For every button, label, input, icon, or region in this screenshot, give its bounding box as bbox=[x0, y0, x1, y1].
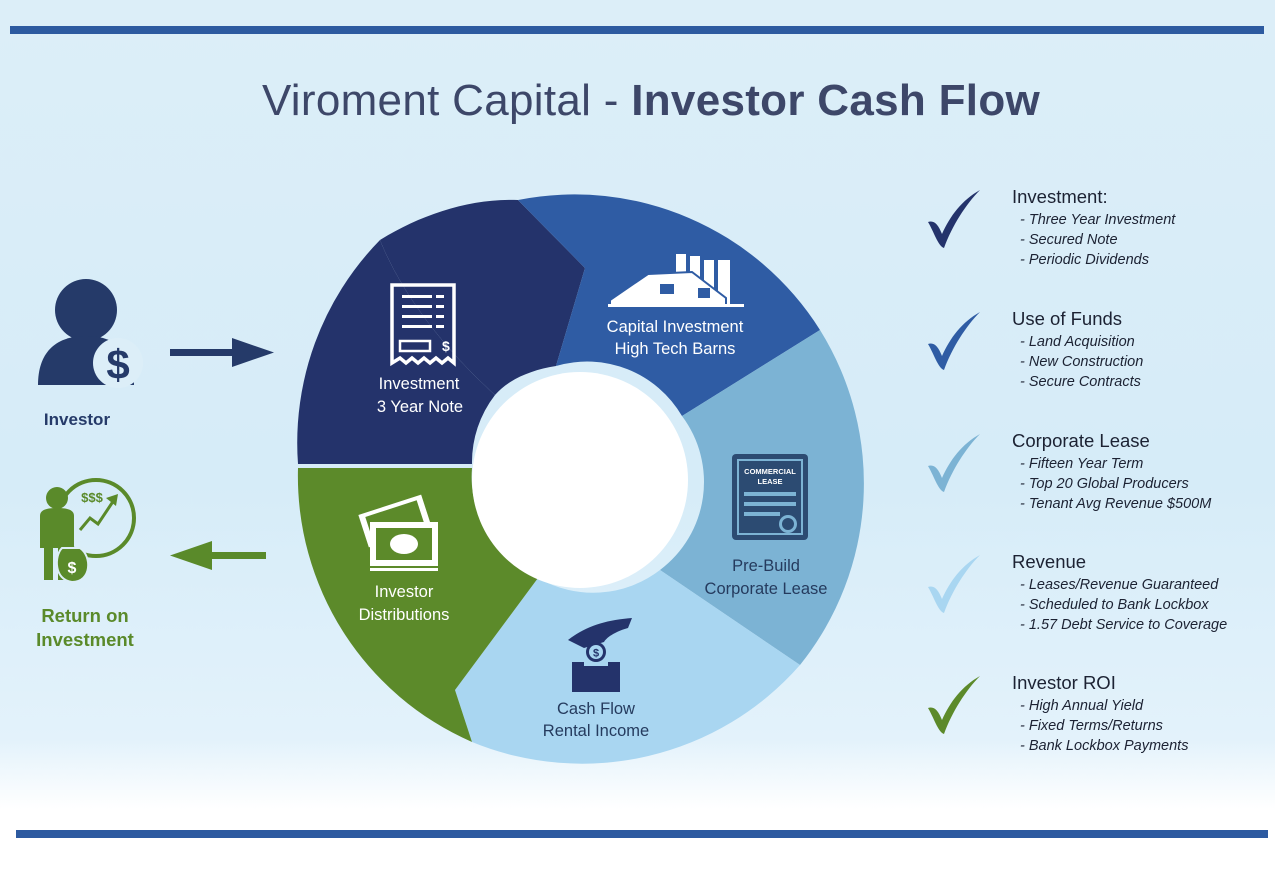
investor-growth-icon: $ $$$ bbox=[40, 478, 136, 584]
checklist-heading: Revenue bbox=[1012, 551, 1087, 572]
checklist-heading: Use of Funds bbox=[1012, 308, 1123, 329]
checklist-point: - Bank Lockbox Payments bbox=[1020, 738, 1189, 754]
receipt-dollar: $ bbox=[442, 338, 450, 354]
investor-dollar-icon: $ bbox=[38, 279, 143, 388]
checklist-points: - Leases/Revenue Guaranteed - Scheduled … bbox=[1020, 575, 1227, 635]
roi-label: Return on Investment bbox=[22, 604, 148, 652]
segment-label-capital-1: Capital Investment bbox=[607, 318, 744, 336]
coin-deposit-icon: $ bbox=[568, 618, 632, 692]
roi-label-line1: Return on bbox=[41, 605, 129, 626]
lease-document-icon: COMMERCIAL LEASE bbox=[732, 454, 808, 540]
cash-stack-icon bbox=[358, 494, 438, 571]
checkmark-icon bbox=[928, 555, 980, 613]
segment-investment bbox=[297, 240, 495, 464]
segment-label-investment-1: Investment bbox=[379, 375, 460, 393]
checkmark-icon bbox=[928, 190, 980, 248]
arrow-left-icon bbox=[170, 541, 266, 570]
checkmark-icon bbox=[928, 676, 980, 734]
bottom-rule bbox=[16, 830, 1268, 838]
segment-label-cashflow-2: Rental Income bbox=[543, 722, 649, 740]
checklist-point: - Secured Note bbox=[1020, 232, 1118, 248]
roi-label-line2: Investment bbox=[36, 629, 134, 650]
lease-doc-line2: LEASE bbox=[757, 477, 782, 486]
segment-label-investment-2: 3 Year Note bbox=[377, 398, 463, 416]
donut-hole bbox=[472, 372, 688, 588]
checkmark-icon bbox=[928, 312, 980, 370]
checklist-points: - Three Year Investment - Secured Note -… bbox=[1020, 210, 1175, 270]
barn-buildings-icon bbox=[608, 254, 744, 307]
title-bold: Investor Cash Flow bbox=[631, 76, 1041, 125]
checklist-point: - Periodic Dividends bbox=[1020, 252, 1149, 268]
segment-label-distributions-1: Investor bbox=[375, 583, 434, 601]
segment-distributions bbox=[297, 468, 538, 742]
page-title: Viroment Capital - Investor Cash Flow bbox=[0, 76, 1275, 126]
checklist-point: - Land Acquisition bbox=[1020, 334, 1135, 350]
checklist-points: - Fifteen Year Term - Top 20 Global Prod… bbox=[1020, 454, 1211, 514]
cycle-segments bbox=[297, 194, 864, 764]
checklist-point: - New Construction bbox=[1020, 354, 1144, 370]
receipt-icon: $ bbox=[390, 283, 456, 367]
checklist-points: - Land Acquisition - New Construction - … bbox=[1020, 332, 1143, 392]
segment-label-cashflow-1: Cash Flow bbox=[557, 700, 635, 718]
checklist-point: - Top 20 Global Producers bbox=[1020, 476, 1189, 492]
investor-dollar-sign: $ bbox=[106, 341, 129, 388]
checklist-point: - Secure Contracts bbox=[1020, 374, 1141, 390]
checklist-point: - 1.57 Debt Service to Coverage bbox=[1020, 617, 1228, 633]
checklist-heading: Investor ROI bbox=[1012, 672, 1116, 693]
segment-label-distributions-2: Distributions bbox=[359, 606, 450, 624]
top-rule bbox=[10, 26, 1264, 34]
roi-dollars-text: $$$ bbox=[81, 490, 103, 505]
arrow-right-icon bbox=[170, 338, 274, 367]
checklist-point: - Fifteen Year Term bbox=[1020, 456, 1144, 472]
segment-cashflow bbox=[455, 570, 800, 764]
investor-label: Investor bbox=[43, 410, 111, 429]
checklist-heading: Investment: bbox=[1012, 186, 1108, 207]
title-light: Viroment Capital - bbox=[261, 76, 632, 125]
segment-label-lease-2: Corporate Lease bbox=[705, 580, 828, 598]
checklist-point: - Fixed Terms/Returns bbox=[1020, 718, 1163, 734]
segment-investment-top bbox=[380, 199, 585, 395]
checkmark-icon bbox=[928, 434, 980, 492]
checklist-point: - Scheduled to Bank Lockbox bbox=[1020, 597, 1209, 613]
checklist-heading: Corporate Lease bbox=[1012, 430, 1150, 451]
segment-label-lease-1: Pre-Build bbox=[732, 557, 800, 575]
roi-bag-dollar: $ bbox=[68, 560, 77, 577]
lease-doc-line1: COMMERCIAL bbox=[744, 467, 796, 476]
checklist-points: - High Annual Yield - Fixed Terms/Return… bbox=[1020, 696, 1188, 756]
checklist-point: - Leases/Revenue Guaranteed bbox=[1020, 577, 1219, 593]
checklist-point: - Tenant Avg Revenue $500M bbox=[1020, 496, 1212, 512]
coin-dollar: $ bbox=[593, 648, 599, 660]
checklist-point: - Three Year Investment bbox=[1020, 212, 1176, 228]
checklist-point: - High Annual Yield bbox=[1020, 698, 1144, 714]
segment-label-capital-2: High Tech Barns bbox=[615, 340, 736, 358]
